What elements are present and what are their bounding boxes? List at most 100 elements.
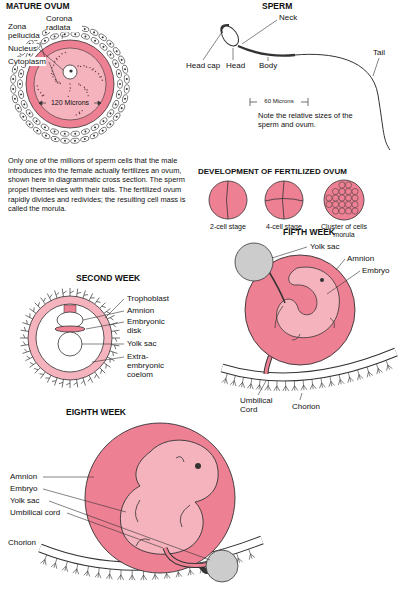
villus <box>59 378 64 387</box>
part-label: Amnion <box>347 254 374 263</box>
cytoplasm-dot <box>84 87 85 88</box>
cytoplasm-dot <box>69 90 70 91</box>
villus <box>51 558 57 568</box>
villus <box>52 377 57 386</box>
corona-cell <box>89 132 99 140</box>
part-label: Head cap <box>186 61 220 70</box>
morula-cell <box>339 201 345 207</box>
nucleolus <box>69 69 72 72</box>
cytoplasm-dot <box>68 96 69 97</box>
cytoplasm-dot <box>93 68 94 69</box>
morula-cells <box>326 182 358 214</box>
corona-cell <box>50 33 60 40</box>
villus <box>103 362 110 368</box>
cytoplasm-dot <box>92 69 93 70</box>
corona-cell <box>41 132 51 140</box>
corona-cell <box>18 90 25 99</box>
corona-cell <box>122 64 129 74</box>
cytoplasm-dot <box>86 66 87 67</box>
cytoplasm-dot <box>37 89 38 90</box>
villus <box>338 375 344 385</box>
part-label: Trophoblast <box>127 294 169 303</box>
villus <box>265 381 271 391</box>
sperm-body <box>238 46 295 56</box>
corona-cell <box>112 112 121 122</box>
fifth-week-drawing <box>222 243 396 400</box>
cytoplasm-dot <box>37 85 38 86</box>
section-heading: FIFTH WEEK <box>283 228 335 238</box>
corona-cell <box>98 33 108 42</box>
cytoplasm-dot <box>76 114 77 115</box>
part-label: Tail <box>373 48 385 57</box>
part-label: Chorion <box>8 538 36 547</box>
scale-bar <box>250 98 308 106</box>
cytoplasm-dot <box>56 58 57 59</box>
villus <box>376 364 382 374</box>
nucleus <box>63 65 77 79</box>
part-label: Chorion <box>292 402 320 411</box>
corona-cell <box>10 84 16 93</box>
corona-cell <box>11 94 18 104</box>
morula-cell <box>345 182 351 188</box>
villus <box>39 371 45 378</box>
villus <box>239 377 245 387</box>
corona-cell <box>122 94 129 104</box>
corona-cell <box>105 119 115 129</box>
part-label: Yolk sac <box>127 339 157 348</box>
corona-cell <box>81 33 91 40</box>
ovum-drawing <box>10 24 129 143</box>
cytoplasm-dot <box>98 73 99 74</box>
morula-cell <box>332 188 338 194</box>
corona-cell <box>18 80 23 89</box>
trophoblast-villi <box>20 288 120 388</box>
part-label: Amnion <box>10 472 37 481</box>
corona-cell <box>112 99 120 109</box>
cytoplasm-dot <box>58 81 59 82</box>
morula-cell <box>339 188 345 194</box>
corona-cell <box>112 46 121 56</box>
cell-stages <box>209 180 364 220</box>
cytoplasm-dot <box>70 87 71 88</box>
villus <box>274 381 280 391</box>
villus <box>348 372 354 382</box>
morula-cell <box>339 195 345 201</box>
villus <box>357 370 363 380</box>
cytoplasm-dot <box>86 89 87 90</box>
cytoplasm-dot <box>61 53 62 54</box>
cytoplasm-dot <box>83 65 84 66</box>
cytoplasm-dot <box>95 71 96 72</box>
villus <box>30 307 37 313</box>
corona-cell <box>60 131 69 137</box>
morula-cell <box>326 201 332 207</box>
cytoplasm-dot <box>40 92 41 93</box>
cytoplasm-dot <box>81 110 82 111</box>
villus <box>76 289 81 298</box>
part-label: Nucleus <box>8 44 37 53</box>
corona-cells <box>10 24 129 143</box>
morula-cell <box>326 195 332 201</box>
cytoplasm-dot <box>78 83 79 84</box>
cytoplasm-dot <box>79 113 80 114</box>
villus <box>22 320 31 325</box>
part-label: Yolk sac <box>310 242 340 251</box>
cytoplasm-dots <box>37 52 103 116</box>
morula-cell <box>345 201 351 207</box>
cytoplasm-dot <box>52 76 53 77</box>
corona-cell <box>124 75 130 84</box>
corona-cell <box>81 128 91 135</box>
part-label: Body <box>259 61 277 70</box>
corona-cell <box>25 119 35 129</box>
villus <box>110 344 119 349</box>
villus <box>301 380 307 390</box>
corona-cell <box>40 123 50 132</box>
cytoplasm-dot <box>86 92 87 93</box>
cytoplasm-dot <box>80 84 81 85</box>
villus <box>84 566 90 576</box>
cytoplasm-dot <box>79 112 80 113</box>
villus <box>73 564 79 574</box>
corona-cell <box>14 103 22 113</box>
cytoplasm-dot <box>42 95 43 96</box>
corona-cell <box>32 126 42 135</box>
section-heading: SPERM <box>262 2 292 12</box>
part-label: Amnion <box>127 306 154 315</box>
